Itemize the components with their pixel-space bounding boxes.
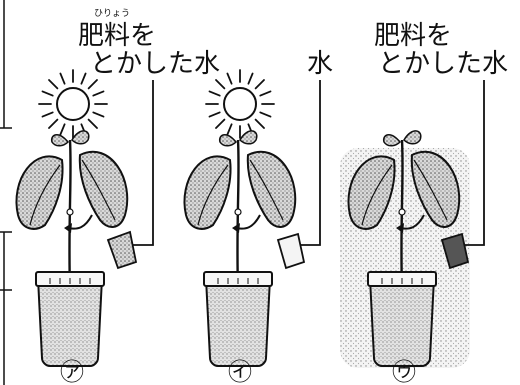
watering-cup [440,232,470,270]
label-b: 水 [307,49,333,79]
marker-c: ㋒ [392,358,416,385]
pointer-line [130,80,154,246]
ruby-hiryou: ひりょう [94,8,130,19]
label-a-line2: とかした水 [90,49,220,79]
label-c-line1: 肥料を [374,21,452,51]
watering-cup [276,232,306,270]
sun-icon [38,69,108,139]
watering-cup [106,230,138,270]
pointer-line [298,80,321,246]
label-c-line2: とかした水 [378,49,508,79]
sun-icon [205,69,275,139]
plant-b [183,129,297,368]
marker-b: ㋑ [228,358,252,385]
pointer-line [462,80,485,246]
setup-c: 肥料を とかした水 ㋒ [347,21,508,385]
marker-a: ㋐ [60,358,84,385]
setup-b: 水 ㋑ [183,49,333,385]
label-a-line1: 肥料を [78,21,156,51]
setup-a: ひりょう 肥料を とかした水 ㋐ [15,8,220,385]
